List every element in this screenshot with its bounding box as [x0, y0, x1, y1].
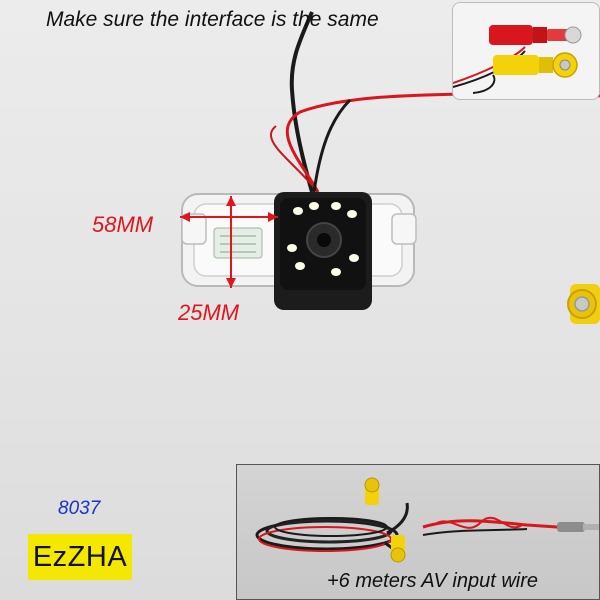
red-power-wire-icon [422, 516, 599, 536]
brand-badge: EzZHA [28, 534, 132, 580]
product-code: 8037 [58, 498, 101, 519]
coiled-cable-icon [255, 502, 409, 562]
yellow-rca-icon [493, 52, 578, 78]
red-cable [285, 89, 600, 193]
cable-inset-svg [255, 477, 599, 563]
black-cable-branch [312, 98, 352, 193]
av-wire-caption: +6 meters AV input wire [327, 570, 539, 592]
width-dimension-arrow [180, 212, 278, 222]
red-cable-branch [269, 125, 319, 193]
black-cable [289, 11, 314, 193]
height-dimension-arrow [226, 196, 236, 288]
height-dimension-label: 25MM [178, 300, 240, 325]
brand-name: EzZHA [32, 540, 128, 573]
connector-inset [452, 2, 600, 100]
red-plug-icon [489, 25, 582, 45]
rca-plug-top-icon [364, 477, 380, 505]
connector-inset-svg [453, 25, 582, 94]
cable-inset: +6 meters AV input wire [236, 464, 600, 600]
width-dimension-label: 58MM [92, 212, 154, 237]
led-ring [287, 202, 359, 276]
rca-connector-right [567, 284, 600, 324]
interface-caption: Make sure the interface is the same [46, 8, 379, 31]
rca-plug-bottom-icon [390, 535, 406, 563]
